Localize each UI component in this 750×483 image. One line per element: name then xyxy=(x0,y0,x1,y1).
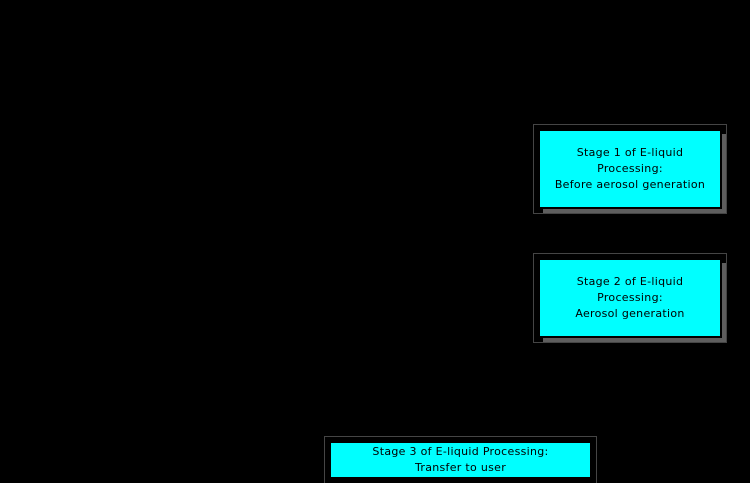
node-stage-3: Stage 3 of E-liquid Processing: Transfer… xyxy=(324,436,597,483)
node-stage-1: Stage 1 of E-liquid Processing: Before a… xyxy=(533,124,727,214)
node-stage-2: Stage 2 of E-liquid Processing: Aerosol … xyxy=(533,253,727,343)
